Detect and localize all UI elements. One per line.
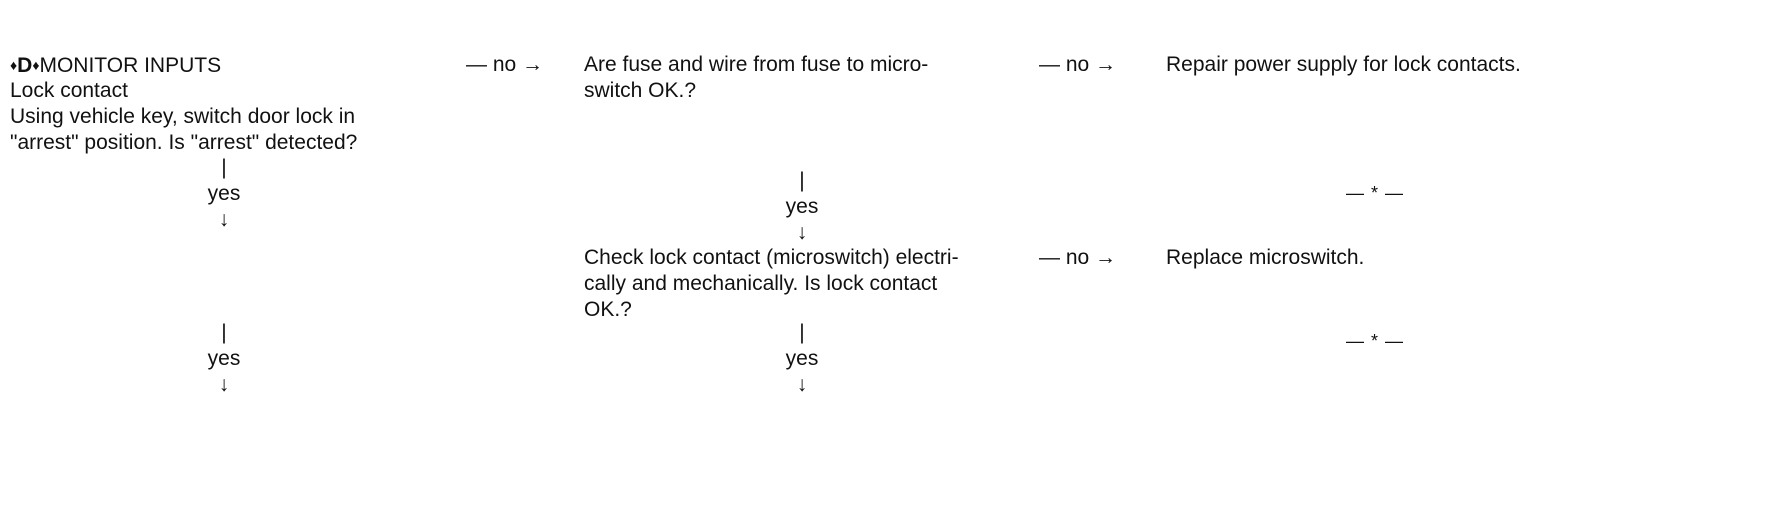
vertical-connector: | — [799, 169, 805, 192]
down-arrow-icon: ↓ — [218, 373, 230, 396]
action-repair-power-supply: Repair power supply for lock contacts. — [1166, 53, 1521, 76]
down-arrow-icon: ↓ — [796, 373, 808, 396]
step1-subtitle: Lock contact — [10, 79, 128, 102]
down-arrow-icon: ↓ — [796, 221, 808, 244]
no-arrow: — no → — [1039, 53, 1117, 76]
step1-question: Using vehicle key, switch door lock in "… — [10, 105, 358, 154]
diamond-icon: ♦ — [32, 57, 40, 73]
vertical-connector: | — [799, 321, 805, 344]
end-marker: — * — — [1346, 331, 1405, 351]
yes-label: yes — [207, 182, 241, 205]
section-header: ♦D♦MONITOR INPUTS — [10, 52, 221, 79]
step2-question: Are fuse and wire from fuse to micro- sw… — [584, 53, 929, 102]
action-replace-microswitch: Replace microswitch. — [1166, 246, 1365, 269]
yes-label: yes — [207, 347, 241, 370]
section-letter: D — [17, 54, 33, 77]
diamond-icon: ♦ — [10, 57, 18, 73]
end-marker: — * — — [1346, 183, 1405, 203]
vertical-connector: | — [221, 156, 227, 179]
down-arrow-icon: ↓ — [218, 208, 230, 231]
vertical-connector: | — [221, 321, 227, 344]
yes-label: yes — [785, 195, 819, 218]
no-arrow: — no → — [1039, 246, 1117, 269]
section-title: MONITOR INPUTS — [39, 54, 222, 77]
no-arrow: — no → — [466, 53, 544, 76]
yes-label: yes — [785, 347, 819, 370]
step3-question: Check lock contact (microswitch) electri… — [584, 246, 959, 321]
